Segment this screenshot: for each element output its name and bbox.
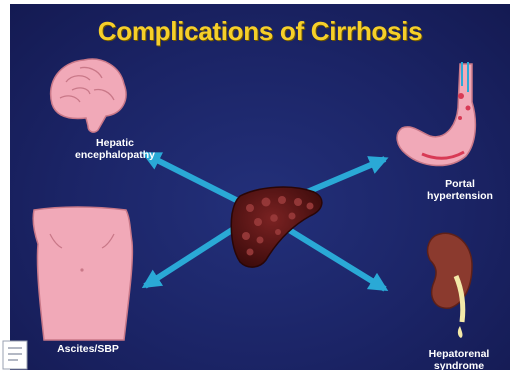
label-hepatorenal-syndrome: Hepatorenal syndrome (414, 348, 504, 372)
stomach-icon (397, 62, 475, 166)
kidney-icon (428, 233, 472, 338)
edge-marker (0, 180, 6, 194)
label-line: Portal (410, 178, 510, 190)
watermark-icon (2, 340, 28, 370)
label-line: Hepatic (60, 137, 170, 149)
label-line: Hepatorenal (414, 348, 504, 360)
label-hepatic-encephalopathy: Hepatic encephalopathy (60, 137, 170, 161)
label-line: syndrome (414, 360, 504, 372)
label-ascites-sbp: Ascites/SBP (48, 343, 128, 355)
label-line: Ascites/SBP (48, 343, 128, 355)
label-portal-hypertension: Portal hypertension (410, 178, 510, 202)
abdomen-icon (33, 207, 132, 340)
slide: Complications of Cirrhosis (10, 4, 510, 370)
label-line: encephalopathy (60, 149, 170, 161)
label-line: hypertension (410, 190, 510, 202)
brain-icon (51, 59, 126, 132)
liver-icon (231, 187, 322, 267)
